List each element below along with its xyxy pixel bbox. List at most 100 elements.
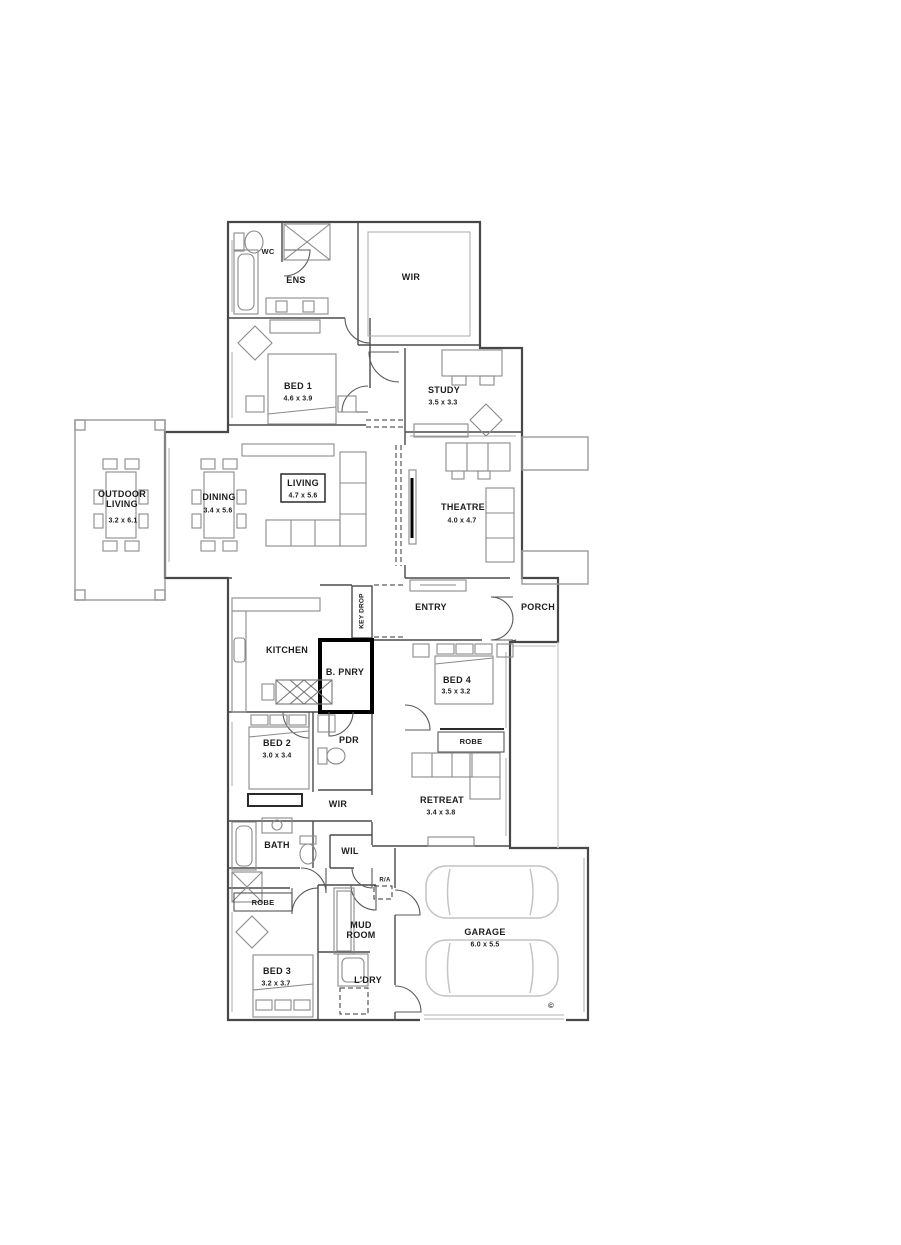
bedside-table-icon — [337, 395, 357, 413]
outdoor-furniture — [93, 458, 149, 552]
room-label-bed4: BED 4 — [442, 675, 472, 686]
room-dims-bed3: 3.2 x 3.7 — [261, 980, 291, 988]
pillow-icon — [436, 643, 455, 655]
room-dims-dining: 3.4 x 5.6 — [203, 507, 233, 515]
pillow-icon — [255, 999, 273, 1011]
bed-icon — [252, 954, 314, 1018]
room-dims-retreat: 3.4 x 3.8 — [426, 809, 456, 817]
room-dims-bed4: 3.5 x 3.2 — [441, 688, 471, 696]
bed-icon — [267, 353, 337, 425]
room-dims-study: 3.5 x 3.3 — [428, 399, 458, 407]
pillow-icon — [455, 643, 474, 655]
outdoor-structures — [74, 419, 589, 848]
room-label-robe-bed3: ROBE — [251, 897, 275, 907]
garage-door-opening — [420, 1013, 566, 1023]
living-furniture — [265, 451, 367, 547]
room-label-theatre: THEATRE — [441, 502, 485, 513]
bed2-furniture — [247, 714, 310, 807]
pillow-icon — [269, 714, 288, 726]
vanity-icon — [261, 817, 293, 834]
room-dims-living: 4.7 x 5.6 — [288, 492, 318, 500]
toilet-icon — [299, 843, 317, 865]
room-label-wil: WIL — [341, 846, 359, 857]
room-label-pdr: PDR — [339, 735, 359, 746]
console-table-icon — [409, 579, 467, 592]
credenza-icon — [413, 423, 469, 438]
room-label-robe-bed4: ROBE — [459, 736, 483, 746]
room-label-butlers-pantry: B. PNRY — [325, 667, 365, 678]
garage-mud-door — [394, 889, 421, 916]
bed4-door — [404, 704, 431, 731]
room-label-garage: GARAGE — [464, 927, 506, 938]
room-label-living: LIVING — [287, 478, 319, 489]
pillow-icon — [474, 643, 493, 655]
bathtub-icon — [231, 821, 257, 871]
door-swings — [282, 249, 514, 1013]
entry-door-leaf-top — [490, 596, 514, 620]
bed1-door — [341, 385, 369, 413]
copyright-mark: © — [548, 1000, 554, 1010]
bath-door — [300, 867, 327, 894]
room-label-bath: BATH — [264, 840, 290, 851]
bath-fixtures — [231, 817, 317, 871]
sofa-icon — [411, 752, 473, 778]
room-dims-bed1: 4.6 x 3.9 — [283, 395, 313, 403]
toilet-icon-wc — [233, 230, 264, 254]
mudroom-door — [350, 884, 377, 911]
room-label-entry: ENTRY — [415, 602, 447, 613]
room-dims-outdoor-living: 3.2 x 6.1 — [108, 517, 138, 525]
bed4-furniture — [412, 643, 514, 705]
bedside-table-icon — [245, 395, 265, 413]
kitchen-bench — [231, 597, 321, 612]
tv-unit-icon — [408, 469, 417, 545]
bed-icon — [434, 655, 494, 705]
laundry-trough-icon — [337, 953, 369, 987]
living-label-box — [280, 473, 326, 503]
bedside-table-icon — [412, 643, 430, 658]
room-label-wc: WC — [261, 246, 275, 256]
sofa-icon — [445, 442, 511, 472]
room-label-retreat: RETREAT — [420, 795, 464, 806]
car-icon — [425, 865, 559, 919]
bed3-furniture — [252, 954, 314, 1018]
sofa-icon — [339, 451, 367, 547]
wir-door — [344, 317, 371, 344]
basin-icon — [317, 714, 336, 733]
room-label-key-drop: KEY DROP — [358, 593, 366, 629]
robe-bed4 — [437, 728, 505, 753]
bed-icon — [248, 726, 310, 790]
room-label-dining: DINING — [202, 492, 236, 503]
window-lines — [168, 240, 585, 1012]
room-label-wir-hall: WIR — [328, 799, 348, 810]
chair-icon — [235, 915, 269, 949]
room-label-bed1: BED 1 — [283, 381, 313, 392]
entry-door-leaf-bottom — [490, 617, 514, 641]
room-label-study: STUDY — [427, 385, 461, 396]
robe-bed3-box — [233, 892, 293, 912]
kitchen-bench — [231, 610, 247, 713]
dining-table-icon — [203, 471, 235, 539]
shower-icon-hall — [231, 871, 263, 903]
pdr-door — [328, 711, 354, 737]
room-dims-theatre: 4.0 x 4.7 — [447, 517, 477, 525]
sink-icon — [233, 637, 246, 663]
room-label-porch: PORCH — [520, 602, 556, 613]
window-seat-icon — [427, 836, 475, 847]
room-label-bed3: BED 3 — [262, 966, 292, 977]
chair-icon — [237, 325, 273, 361]
furniture — [93, 223, 515, 1018]
theatre-furniture — [408, 442, 515, 563]
sofa-icon — [485, 487, 515, 563]
room-label-outdoor-living: OUTDOOR LIVING — [97, 489, 147, 509]
room-label-mud-room: MUD ROOM — [346, 920, 376, 940]
dining-furniture — [191, 458, 247, 552]
sofa-icon — [469, 752, 501, 800]
room-label-ens: ENS — [286, 275, 306, 286]
desk-icon — [441, 349, 503, 377]
wc-door — [283, 249, 311, 277]
room-label-wir-master: WIR — [401, 272, 421, 283]
shower-icon-ens — [283, 223, 331, 261]
kitchen-fixtures — [231, 597, 333, 713]
retreat-furniture — [411, 752, 501, 847]
